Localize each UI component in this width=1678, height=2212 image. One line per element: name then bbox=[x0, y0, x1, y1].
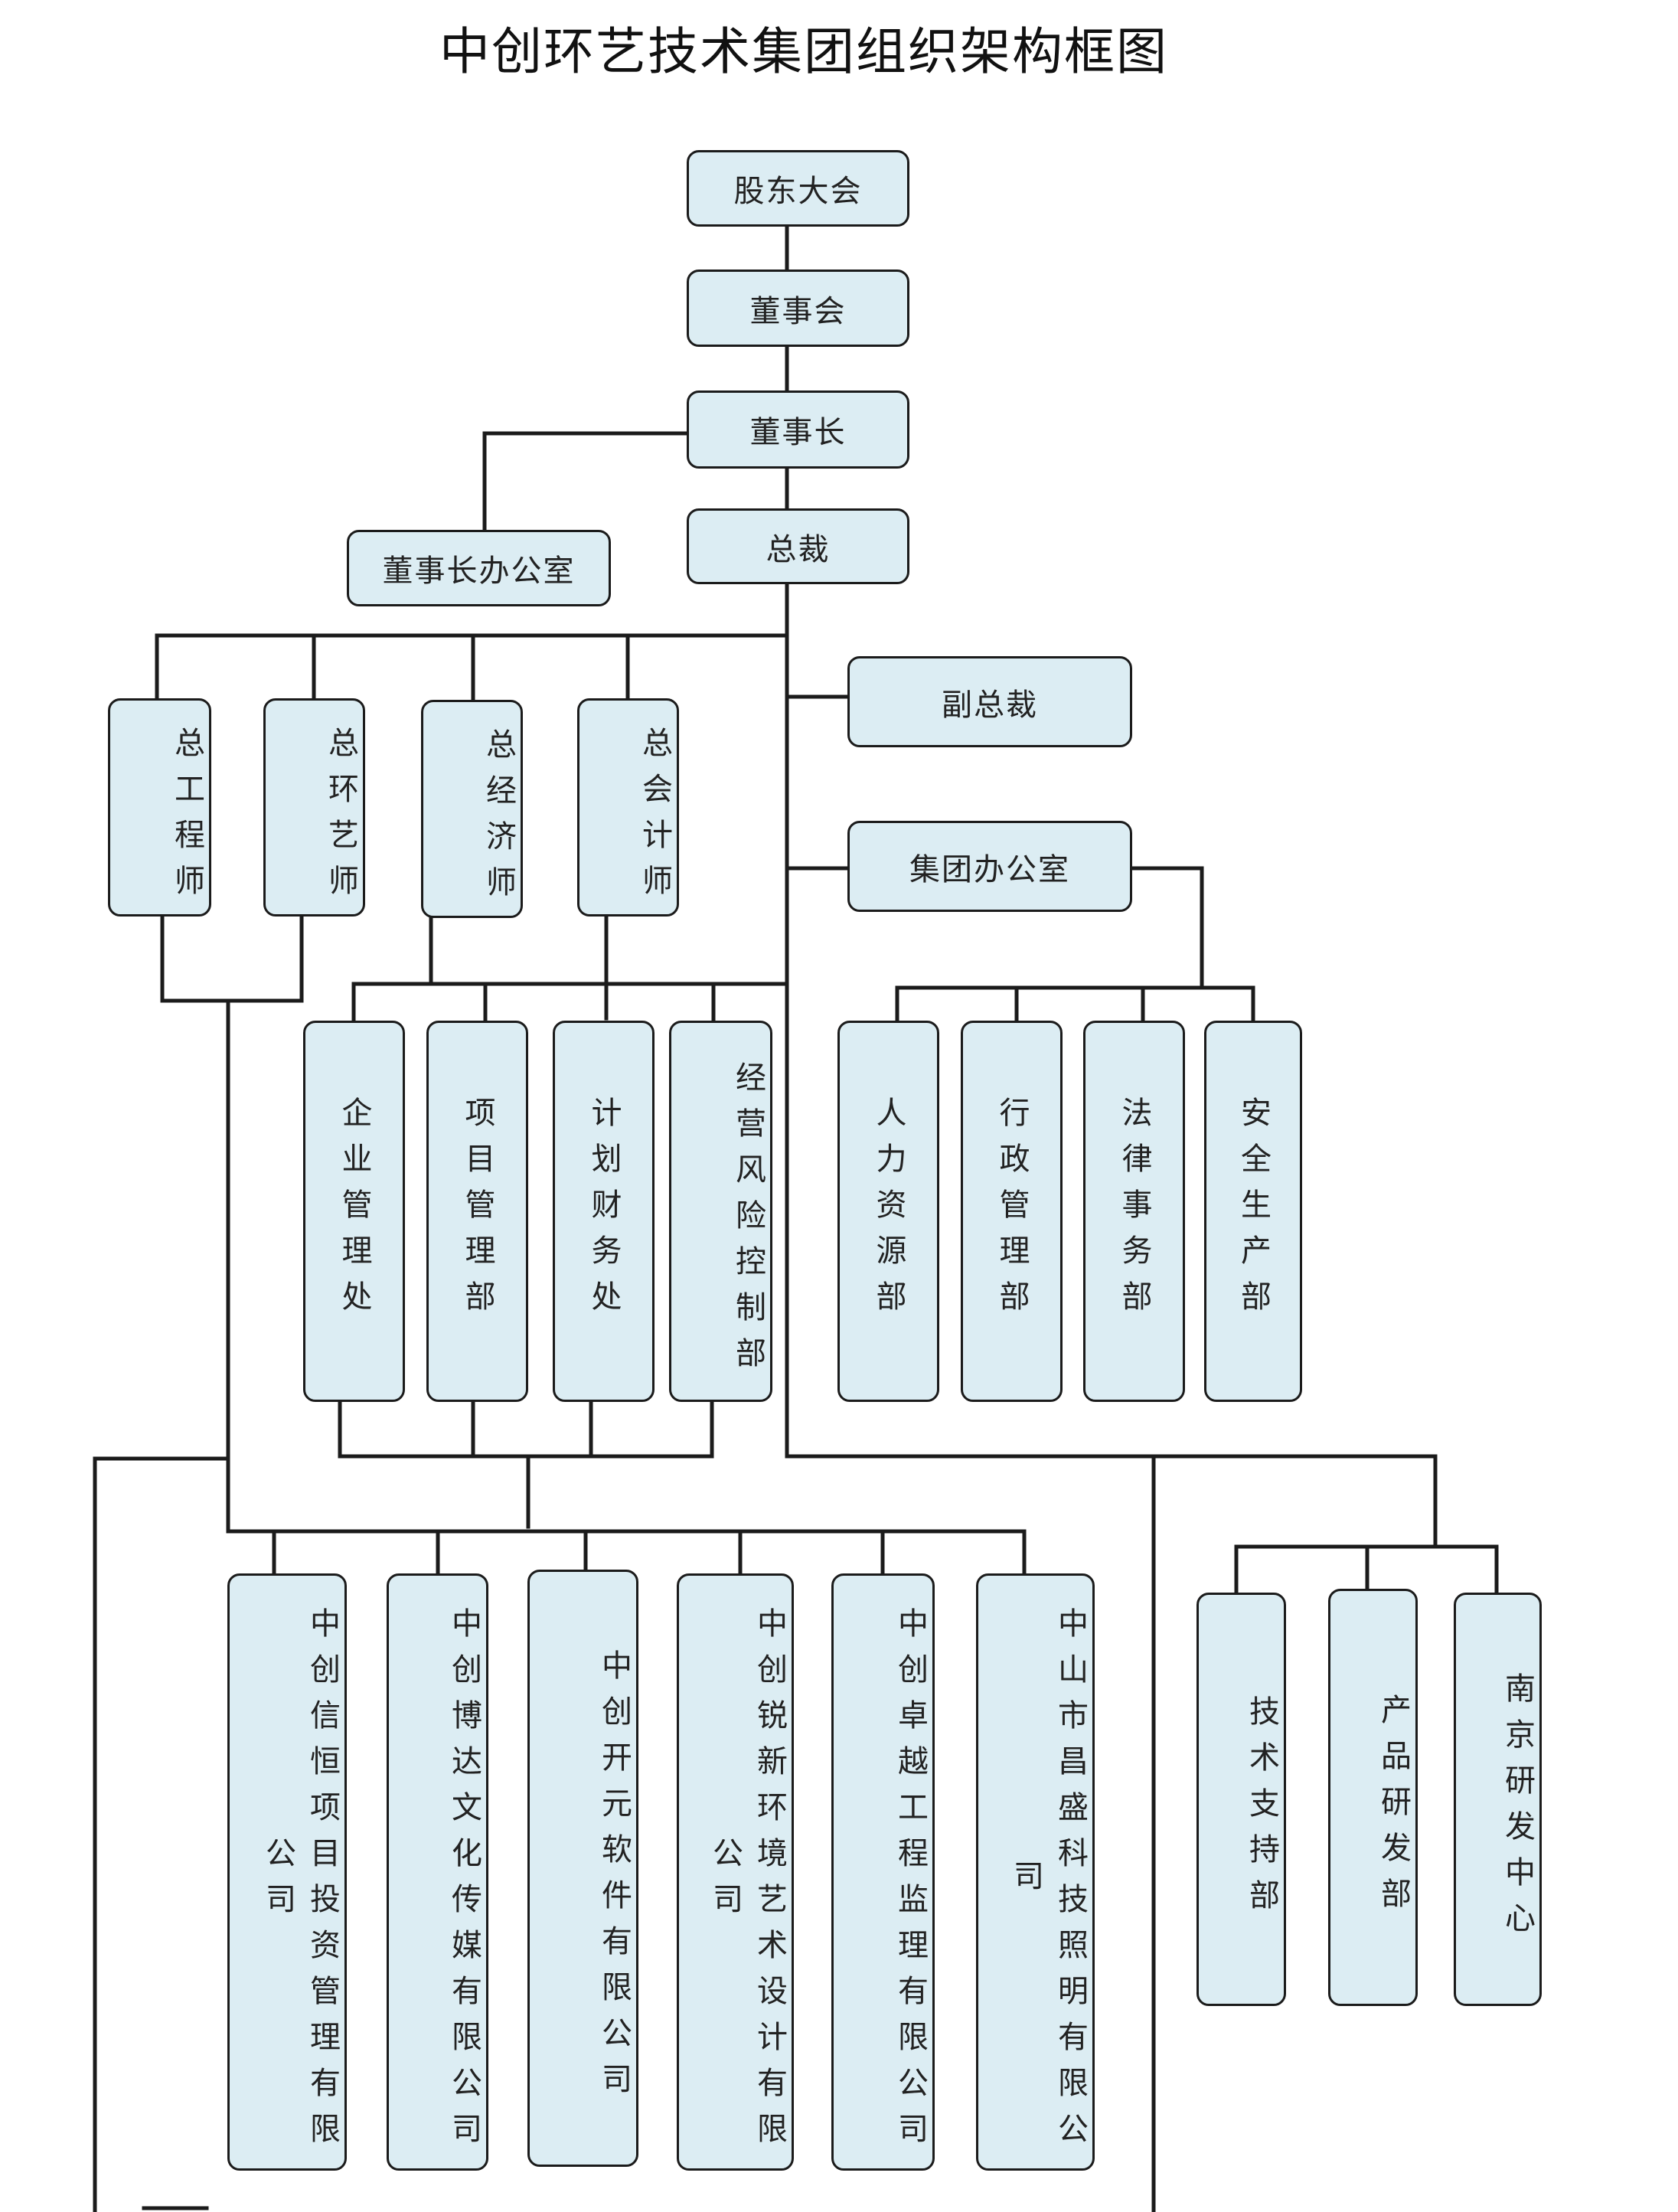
admin-box: 行政管理部 bbox=[961, 1021, 1063, 1402]
chief-env-art-box: 总环艺师 bbox=[263, 698, 365, 916]
chairman-office-box: 董事长办公室 bbox=[347, 530, 611, 606]
subsidiary-kaiyuan-box: 中创开元软件有限公司 bbox=[527, 1570, 638, 2167]
subsidiary-changsheng-box: 中山市昌盛科技照明有限公司 bbox=[976, 1573, 1095, 2171]
chief-economist-box: 总经济师 bbox=[421, 700, 523, 918]
enterprise-mgmt-box: 企业管理处 bbox=[303, 1021, 405, 1402]
chief-engineer-box: 总工程师 bbox=[108, 698, 211, 916]
vice-president-box: 副总裁 bbox=[847, 656, 1132, 747]
board-box: 董事会 bbox=[687, 270, 909, 347]
safety-box: 安全生产部 bbox=[1204, 1021, 1302, 1402]
shareholders-box: 股东大会 bbox=[687, 150, 909, 227]
risk-control-box: 经营风险控制部 bbox=[669, 1021, 772, 1402]
group-office-box: 集团办公室 bbox=[847, 821, 1132, 912]
product-rd-box: 产品研发部 bbox=[1328, 1589, 1418, 2006]
legal-box: 法律事务部 bbox=[1083, 1021, 1185, 1402]
subsidiary-ruixin-box: 中创锐新环境艺术设计有限公司 bbox=[677, 1573, 794, 2171]
president-box: 总裁 bbox=[687, 508, 909, 584]
subsidiary-zhuoyue-box: 中创卓越工程监理有限公司 bbox=[831, 1573, 935, 2171]
tech-support-box: 技术支持部 bbox=[1196, 1593, 1286, 2006]
subsidiary-xinheng-box: 中创信恒项目投资管理有限公司 bbox=[227, 1573, 347, 2171]
project-mgmt-box: 项目管理部 bbox=[426, 1021, 528, 1402]
planning-finance-box: 计划财务处 bbox=[553, 1021, 655, 1402]
chief-accountant-box: 总会计师 bbox=[577, 698, 679, 916]
nanjing-rd-box: 南京研发中心 bbox=[1454, 1593, 1542, 2006]
chairman-box: 董事长 bbox=[687, 390, 909, 469]
hr-box: 人力资源部 bbox=[837, 1021, 939, 1402]
subsidiary-boda-box: 中创博达文化传媒有限公司 bbox=[387, 1573, 488, 2171]
page-title: 中创环艺技术集团组织架构框图 bbox=[439, 22, 1168, 81]
